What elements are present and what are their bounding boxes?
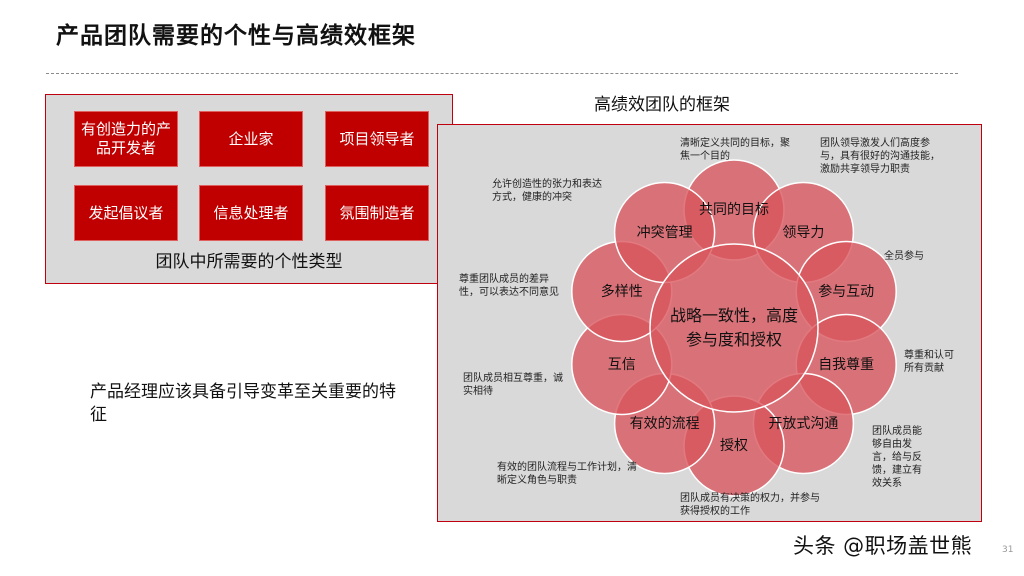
personality-type-box: 氛围制造者	[325, 185, 429, 241]
framework-petal-label: 多样性	[600, 283, 643, 300]
framework-petal-label: 参与互动	[818, 283, 875, 300]
personality-type-box: 项目领导者	[325, 111, 429, 167]
desc-empowerment: 团队成员有决策的权力，并参与获得授权的工作	[680, 493, 820, 517]
page-number: 31	[1002, 545, 1014, 555]
desc-trust: 团队成员相互尊重，诚实相待	[463, 373, 563, 397]
framework-center-circle	[649, 243, 819, 413]
framework-petal-label: 互信	[607, 356, 636, 373]
framework-petal-label: 授权	[720, 438, 748, 454]
personality-type-box: 企业家	[199, 111, 303, 167]
framework-petal-label: 开放式沟通	[768, 415, 839, 432]
desc-participation: 全员参与	[884, 251, 924, 262]
desc-diversity: 尊重团队成员的差异性，可以表达不同意见	[459, 274, 559, 298]
framework-title: 高绩效团队的框架	[594, 95, 730, 115]
personality-type-box: 发起倡议者	[74, 185, 178, 241]
desc-open-communication: 团队成员能够自由发言，给与反馈，建立有效关系	[872, 426, 922, 489]
desc-self-respect: 尊重和认可所有贡献	[904, 350, 954, 374]
watermark: 头条 @职场盖世熊	[793, 534, 973, 558]
change-leadership-note: 产品经理应该具备引导变革至关重要的特征	[90, 382, 396, 425]
title-divider	[46, 73, 958, 74]
personality-types-panel: 有创造力的产品开发者 企业家 项目领导者 发起倡议者 信息处理者 氛围制造者 团…	[45, 94, 453, 284]
framework-petal-label: 共同的目标	[699, 202, 769, 218]
desc-shared-goal: 清晰定义共同的目标，聚焦一个目的	[680, 138, 790, 162]
page-title: 产品团队需要的个性与高绩效框架	[56, 23, 416, 49]
desc-conflict-management: 允许创造性的张力和表达方式，健康的冲突	[492, 179, 602, 203]
desc-effective-process: 有效的团队流程与工作计划，清晰定义角色与职责	[497, 462, 637, 486]
framework-petal-label: 领导力	[782, 224, 825, 241]
personality-type-box: 有创造力的产品开发者	[74, 111, 178, 167]
desc-leadership: 团队领导激发人们高度参与，具有很好的沟通技能，激励共享领导力职责	[820, 138, 940, 175]
framework-petal-label: 有效的流程	[629, 415, 700, 432]
personality-type-box: 信息处理者	[199, 185, 303, 241]
framework-petal-label: 冲突管理	[636, 224, 693, 241]
framework-petal-label: 自我尊重	[818, 356, 875, 373]
panel-caption: 团队中所需要的个性类型	[155, 252, 343, 272]
framework-center-label: 战略一致性，高度参与度和授权	[669, 306, 798, 349]
